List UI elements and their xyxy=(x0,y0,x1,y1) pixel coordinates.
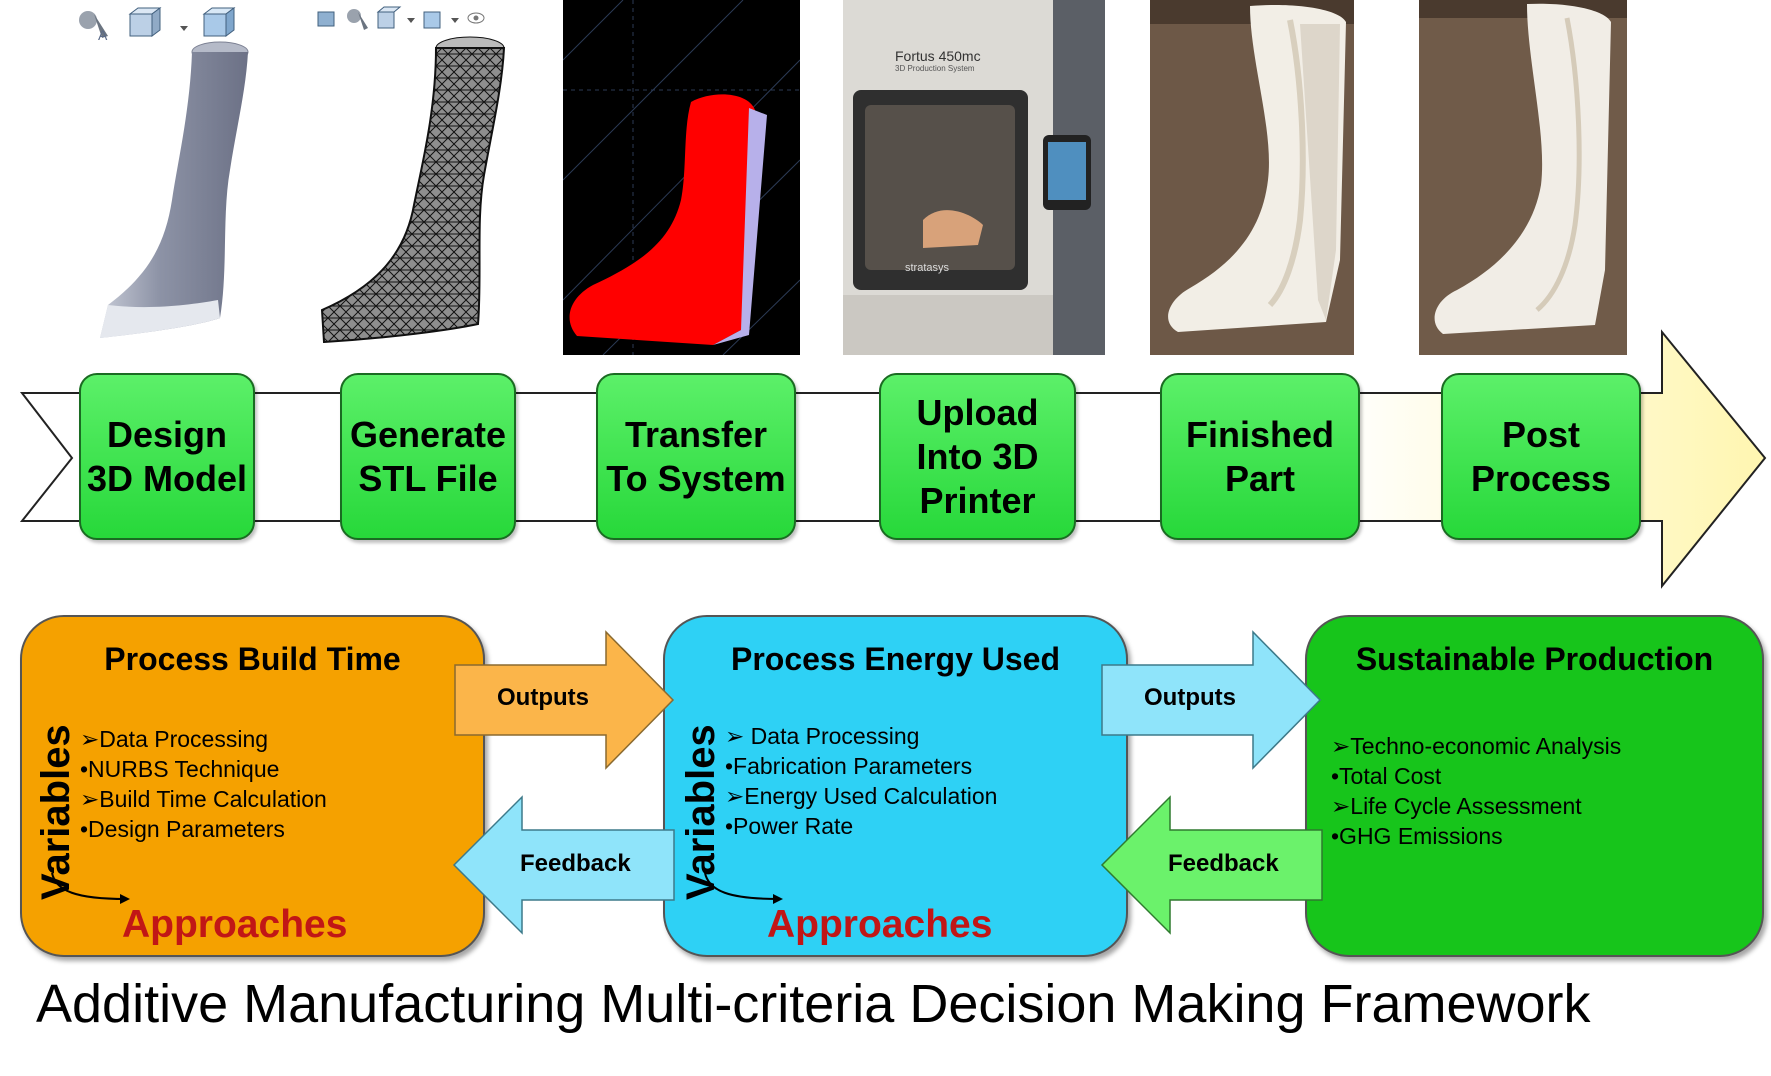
step-transfer-to-system: Transfer To System xyxy=(596,373,796,540)
step-label: Post Process xyxy=(1470,413,1612,499)
appearance-icon: A xyxy=(72,6,116,42)
printer-model-label: Fortus 450mc xyxy=(895,48,981,64)
card-title: Process Build Time xyxy=(104,641,401,677)
feedback-label: Feedback xyxy=(1168,850,1279,877)
list-item: ➢Techno-economic Analysis xyxy=(1331,733,1622,759)
card-process-build-time: Process Build Time Variables ➢Data Proce… xyxy=(20,615,485,957)
step-finished-part: Finished Part xyxy=(1160,373,1360,540)
outputs-arrow-2 xyxy=(1101,630,1322,770)
dropdown-caret-icon xyxy=(450,4,460,32)
card-items: ➢Techno-economic Analysis •Total Cost ➢L… xyxy=(1331,731,1621,851)
curved-arrow-icon xyxy=(51,872,130,904)
card-process-energy-used: Process Energy Used Variables ➢ Data Pro… xyxy=(663,615,1128,957)
step-upload-into-3d-printer: Upload Into 3D Printer xyxy=(879,373,1076,540)
view-cube-icon xyxy=(374,4,402,32)
curved-arrow-icon xyxy=(704,872,783,904)
step-label: Design 3D Model xyxy=(86,413,247,499)
list-item: ➢ Data Processing xyxy=(725,723,920,749)
step-label: Upload Into 3D Printer xyxy=(916,391,1039,521)
list-item: ➢Energy Used Calculation xyxy=(725,783,998,809)
list-item: •NURBS Technique xyxy=(80,756,280,782)
list-item: •Fabrication Parameters xyxy=(725,753,973,779)
framework-title: Additive Manufacturing Multi-criteria De… xyxy=(36,974,1591,1034)
slicer-software-image xyxy=(563,0,800,355)
outputs-arrow-1 xyxy=(454,630,675,770)
dropdown-caret-icon xyxy=(178,6,190,42)
outputs-label: Outputs xyxy=(1144,684,1236,711)
printer-subtitle-label: 3D Production System xyxy=(895,64,975,73)
view-cube-icon xyxy=(124,6,170,42)
card-title: Sustainable Production xyxy=(1355,641,1714,677)
outputs-label: Outputs xyxy=(497,684,589,711)
step-design-3d-model: Design 3D Model xyxy=(79,373,255,540)
stl-mesh-image xyxy=(310,0,522,355)
step-label: Finished Part xyxy=(1185,413,1334,499)
post-process-photo xyxy=(1419,0,1627,355)
printer-photo: Fortus 450mc 3D Production System strata… xyxy=(843,0,1105,355)
approaches-label: Approaches xyxy=(767,903,993,946)
finished-part-photo xyxy=(1150,0,1354,355)
approaches-label: Approaches xyxy=(122,903,348,946)
list-item: ➢Life Cycle Assessment xyxy=(1331,793,1582,819)
list-item: •Power Rate xyxy=(725,813,854,839)
list-item: •Design Parameters xyxy=(80,816,285,842)
step-label: Transfer To System xyxy=(606,413,786,499)
section-view-icon xyxy=(314,4,338,32)
dropdown-caret-icon xyxy=(406,4,416,32)
list-item: ➢Data Processing xyxy=(80,726,269,752)
step-generate-stl-file: Generate STL File xyxy=(340,373,516,540)
appearance-icon xyxy=(342,4,370,32)
cad-model-image: A xyxy=(60,0,270,355)
card-items: ➢Data Processing •NURBS Technique ➢Build… xyxy=(80,724,327,844)
step-post-process: Post Process xyxy=(1441,373,1641,540)
card-sustainable-production: Sustainable Production ➢Techno-economic … xyxy=(1305,615,1764,957)
card-items: ➢ Data Processing •Fabrication Parameter… xyxy=(725,721,997,841)
hide-show-icon xyxy=(464,4,488,32)
step-label: Generate STL File xyxy=(349,413,507,499)
feedback-arrow-2 xyxy=(1100,795,1323,935)
card-title: Process Energy Used xyxy=(730,641,1061,677)
feedback-label: Feedback xyxy=(520,850,631,877)
feedback-arrow-1 xyxy=(452,795,675,935)
display-style-icon xyxy=(198,6,238,42)
printer-brand-label: stratasys xyxy=(905,262,950,274)
list-item: •GHG Emissions xyxy=(1331,823,1503,849)
list-item: ➢Build Time Calculation xyxy=(80,786,327,812)
display-style-icon xyxy=(420,4,446,32)
list-item: •Total Cost xyxy=(1331,763,1442,789)
svg-text:A: A xyxy=(98,27,108,42)
